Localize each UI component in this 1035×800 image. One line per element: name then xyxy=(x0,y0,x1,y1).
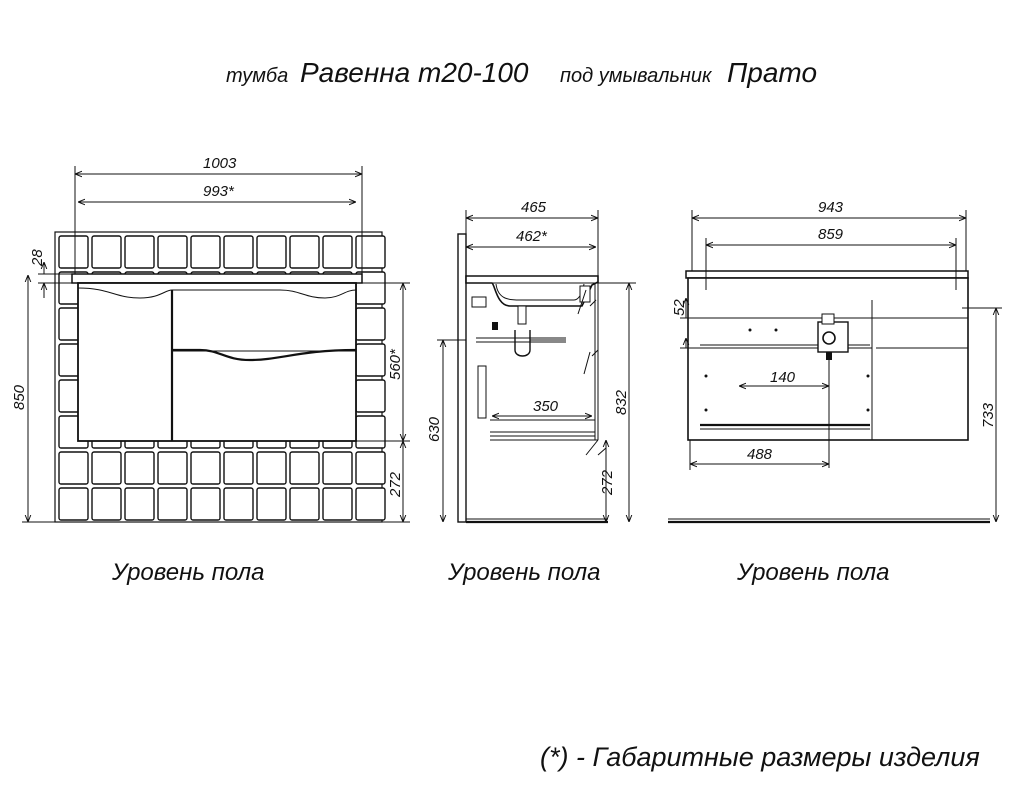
wall-tile xyxy=(289,451,320,485)
wall-tile xyxy=(157,451,188,485)
wall-tile xyxy=(157,235,188,269)
back-floor-label: Уровень пола xyxy=(736,559,890,586)
wall-tile xyxy=(58,451,89,485)
side-mount-height: 630 xyxy=(426,416,443,442)
siphon xyxy=(476,305,566,357)
wall-tile xyxy=(355,451,386,485)
back-center-offset: 488 xyxy=(747,446,773,463)
wall-tile xyxy=(223,487,254,521)
title-model: Равенна т20-100 xyxy=(300,57,529,88)
side-overall-depth: 465 xyxy=(521,199,547,216)
footnote: (*) - Габаритные размеры изделия xyxy=(540,742,980,772)
title-middle: под умывальник xyxy=(560,65,713,87)
back-inner-width: 859 xyxy=(818,226,844,243)
wall-tile xyxy=(355,235,386,269)
wall-tile xyxy=(322,487,353,521)
front-body-width: 993* xyxy=(203,183,235,200)
back-view: 943 859 52 140 488 733 Уровень пола xyxy=(668,199,1002,586)
wall-tile xyxy=(124,487,155,521)
wall-tile xyxy=(355,307,386,341)
side-body-depth: 462* xyxy=(516,228,548,245)
title-prefix: тумба xyxy=(226,65,288,87)
wall-tile xyxy=(322,235,353,269)
wall-tile xyxy=(256,235,287,269)
wall-tile xyxy=(91,451,122,485)
front-overall-width: 1003 xyxy=(203,155,237,172)
wall-tile xyxy=(190,487,221,521)
wall-tile xyxy=(355,415,386,449)
back-drain-offset: 140 xyxy=(770,369,796,386)
wall-tile xyxy=(223,451,254,485)
side-shelf-depth: 350 xyxy=(533,398,559,415)
wall-tile xyxy=(91,235,122,269)
title-basin: Прато xyxy=(727,57,817,88)
back-cabinet xyxy=(687,277,969,441)
drawing-title: тумба Равенна т20-100 под умывальник Пра… xyxy=(226,57,817,88)
wall-tile xyxy=(58,487,89,521)
side-wall xyxy=(457,233,467,523)
front-floor-label: Уровень пола xyxy=(111,559,265,586)
wall-tile xyxy=(256,451,287,485)
front-view: 1003 993* 28 850 560* 272 Уровень пола xyxy=(11,155,410,586)
wall-tile xyxy=(289,235,320,269)
side-cabinet xyxy=(466,282,607,470)
cabinet-front xyxy=(77,282,357,442)
front-floor-gap: 272 xyxy=(387,471,404,498)
back-top-offset: 52 xyxy=(671,299,688,316)
wall-tile xyxy=(190,235,221,269)
side-floor-label: Уровень пола xyxy=(447,559,601,586)
side-basin xyxy=(465,275,599,308)
wall-tile xyxy=(157,487,188,521)
front-body-height: 560* xyxy=(387,348,404,380)
side-floor-gap: 272 xyxy=(599,469,616,496)
wall-tile xyxy=(124,235,155,269)
wall-tile xyxy=(91,487,122,521)
wall-tile xyxy=(355,487,386,521)
wall-tile xyxy=(58,235,89,269)
side-top-height: 832 xyxy=(613,389,630,415)
wall-tile xyxy=(256,487,287,521)
wall-tile xyxy=(322,451,353,485)
wall-tile xyxy=(223,235,254,269)
wall-tile xyxy=(124,451,155,485)
wall-tile xyxy=(355,379,386,413)
wall-tile xyxy=(289,487,320,521)
back-overall-width: 943 xyxy=(818,199,844,216)
wall-tile xyxy=(190,451,221,485)
countertop xyxy=(71,273,363,284)
front-top-thickness: 28 xyxy=(29,249,46,267)
front-height: 850 xyxy=(11,384,28,410)
side-view: 465 462* 630 350 832 272 Уровень пола xyxy=(426,199,636,586)
wall-tile xyxy=(355,343,386,377)
back-mount-height: 733 xyxy=(980,402,997,428)
